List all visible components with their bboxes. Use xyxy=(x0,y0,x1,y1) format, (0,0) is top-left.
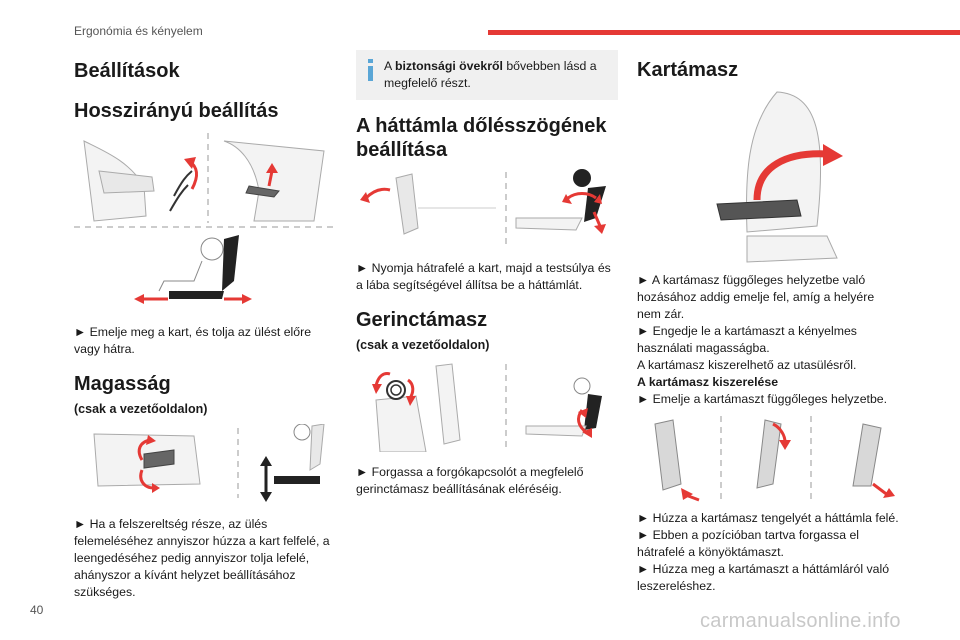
watermark: carmanualsonline.info xyxy=(700,610,901,632)
page-title: Beállítások xyxy=(74,60,180,82)
figure-armrest-raise xyxy=(677,86,899,276)
text-lumbar: ► Forgassa a forgókapcsolót a megfelelő … xyxy=(356,465,584,496)
info-text-pre: A xyxy=(384,59,395,73)
section-title-height: Magasság xyxy=(74,373,171,395)
figure-longitudinal-adjust xyxy=(74,131,336,316)
subtitle-height: (csak a vezetőoldalon) xyxy=(74,402,208,416)
text-longitudinal: ► Emelje meg a kart, és tolja az ülést e… xyxy=(74,325,312,356)
section-title-longitudinal: Hosszirányú beállítás xyxy=(74,100,279,122)
section-title-armrest: Kartámasz xyxy=(637,59,739,81)
text-armrest-2: ► Engedje le a kartámaszt a kényelmes ha… xyxy=(637,324,857,355)
figure-lumbar-adjust xyxy=(356,360,618,452)
info-box-seatbelt: A biztonsági övekről bővebben lásd a meg… xyxy=(356,50,618,100)
column-1: Beállítások Hosszirányú beállítás xyxy=(74,50,336,601)
text-height: ► Ha a felszereltség része, az ülés fele… xyxy=(74,517,330,599)
subtitle-lumbar: (csak a vezetőoldalon) xyxy=(356,338,490,352)
text-armrest-4: A kartámasz kiszerelése xyxy=(637,375,779,389)
header-section: Ergonómia és kényelem xyxy=(74,24,203,38)
text-armrest-6: ► Húzza a kartámasz tengelyét a háttámla… xyxy=(637,511,899,525)
text-armrest-3: A kartámasz kiszerelhető az utasülésről. xyxy=(637,358,857,372)
text-armrest-1: ► A kartámasz függőleges helyzetbe való … xyxy=(637,273,875,321)
section-title-backrest: A háttámla dőlésszögének beállítása xyxy=(356,115,607,161)
text-armrest-8: ► Húzza meg a kartámaszt a háttámláról v… xyxy=(637,562,890,593)
figure-height-adjust xyxy=(74,424,336,502)
header-accent-bar xyxy=(488,30,960,35)
info-text-bold: biztonsági övekről xyxy=(394,59,503,73)
info-text-post: bővebben lásd a megfelelő részt. xyxy=(384,59,597,90)
page-number: 40 xyxy=(30,603,44,617)
text-armrest-5: ► Emelje a kartámaszt függőleges helyzet… xyxy=(637,392,888,406)
figure-backrest-adjust xyxy=(356,168,618,248)
text-armrest-7: ► Ebben a pozícióban tartva forgassa el … xyxy=(637,528,860,559)
info-icon xyxy=(365,59,377,81)
column-3: Kartámasz ► A kartámasz függőleges helyz… xyxy=(637,50,899,595)
section-title-lumbar: Gerinctámasz xyxy=(356,309,488,331)
figure-armrest-removal xyxy=(637,414,899,502)
text-backrest: ► Nyomja hátrafelé a kart, majd a testsú… xyxy=(356,261,611,292)
column-2: A biztonsági övekről bővebben lásd a meg… xyxy=(356,50,618,498)
